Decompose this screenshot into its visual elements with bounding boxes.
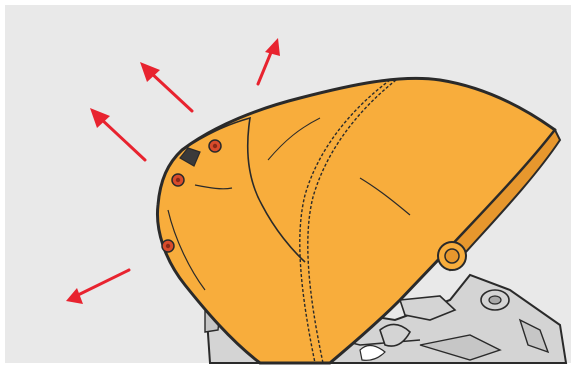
- frame-knob-center: [489, 296, 501, 304]
- fastener-button-icon: [162, 240, 174, 252]
- fastener-button-icon: [172, 174, 184, 186]
- fastener-button-icon: [209, 140, 221, 152]
- hinge-icon: [438, 242, 466, 270]
